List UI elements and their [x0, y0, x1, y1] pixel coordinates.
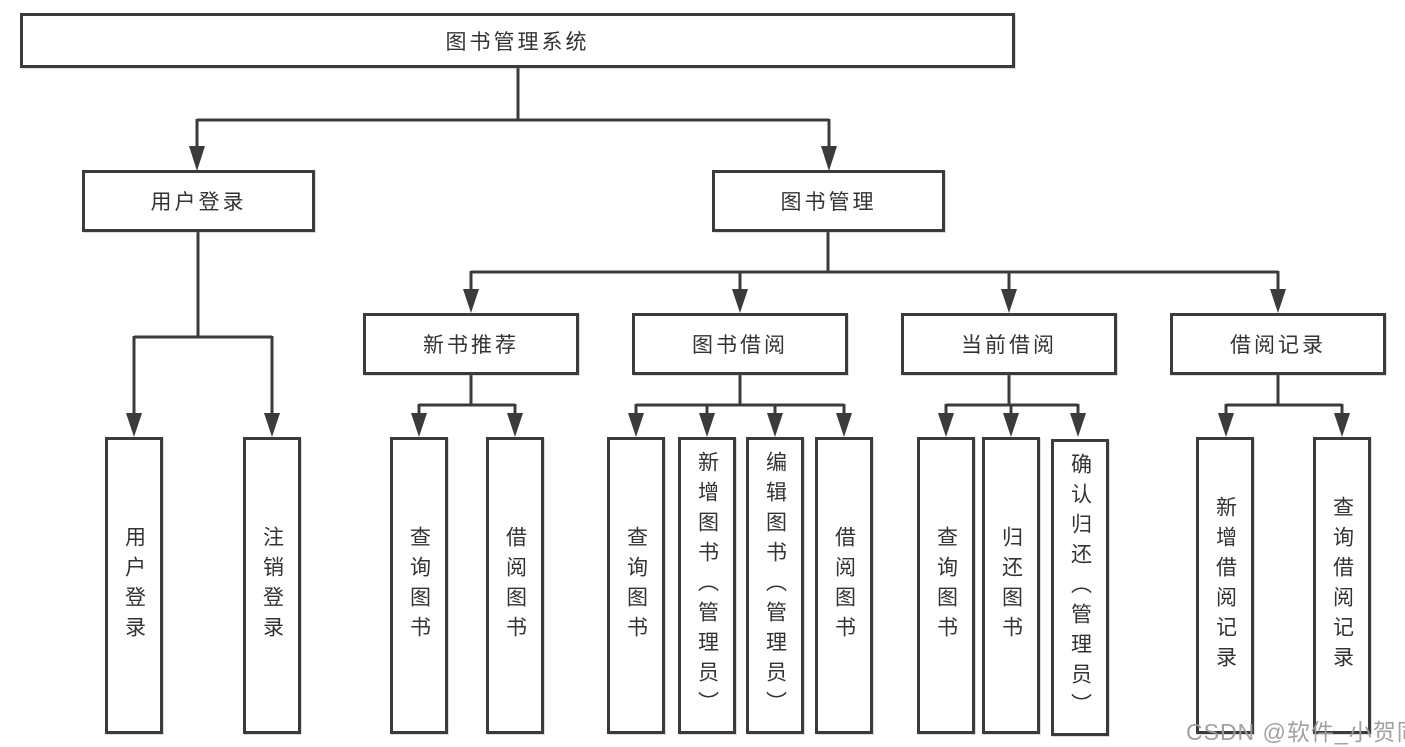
node-label: 新增图书（管理员）	[695, 450, 719, 721]
connector-new-book-branch	[411, 375, 523, 437]
node-label: 图书借阅	[692, 334, 788, 357]
node-label: 查询图书	[934, 525, 958, 646]
node-label: 当前借阅	[961, 334, 1057, 357]
node-label: 编辑图书（管理员）	[763, 450, 787, 721]
leaf-newbook-query-books: 查询图书	[390, 437, 448, 734]
leaf-newbook-borrow-books: 借阅图书	[486, 437, 544, 734]
connector-root-to-level2	[189, 68, 837, 171]
node-library-system: 图书管理系统	[20, 13, 1015, 68]
node-book-management: 图书管理	[712, 170, 945, 232]
node-label: 归还图书	[999, 525, 1023, 646]
node-label: 查询借阅记录	[1330, 495, 1354, 676]
node-label: 图书管理系统	[445, 30, 590, 54]
node-label: 新书推荐	[423, 334, 519, 357]
node-label: 用户登录	[150, 191, 247, 214]
connector-user-login-branch	[126, 232, 280, 437]
leaf-borrow-add-books-admin: 新增图书（管理员）	[678, 437, 736, 734]
leaf-borrow-edit-books-admin: 编辑图书（管理员）	[746, 437, 804, 734]
node-label: 新增借阅记录	[1213, 495, 1237, 676]
leaf-user-login: 用户登录	[105, 437, 163, 734]
node-label: 确认归还（管理员）	[1068, 452, 1092, 723]
node-book-borrow: 图书借阅	[632, 313, 848, 375]
connector-current-borrow-branch	[938, 375, 1086, 437]
node-label: 注销登录	[260, 525, 284, 646]
node-label: 用户登录	[122, 525, 146, 646]
connector-book-borrow-branch	[628, 375, 852, 437]
leaf-records-query-record: 查询借阅记录	[1313, 437, 1371, 734]
connector-book-management-branch	[463, 232, 1286, 313]
leaf-borrow-query-books: 查询图书	[607, 437, 665, 734]
node-label: 借阅记录	[1230, 334, 1326, 357]
csdn-watermark: CSDN @软件_小贺同学	[1186, 719, 1405, 745]
node-borrow-records: 借阅记录	[1170, 313, 1386, 375]
leaf-logout-login: 注销登录	[243, 437, 301, 734]
leaf-current-confirm-return-admin: 确认归还（管理员）	[1051, 439, 1109, 736]
connector-borrow-records-branch	[1218, 375, 1350, 437]
node-label: 图书管理	[780, 191, 877, 214]
leaf-current-return-books: 归还图书	[982, 437, 1040, 734]
leaf-current-query-books: 查询图书	[917, 437, 975, 734]
node-new-book-recommend: 新书推荐	[363, 313, 579, 375]
leaf-borrow-borrow-books: 借阅图书	[815, 437, 873, 734]
node-user-login: 用户登录	[82, 170, 315, 232]
node-label: 查询图书	[624, 525, 648, 646]
node-label: 借阅图书	[503, 525, 527, 646]
node-current-borrow: 当前借阅	[901, 313, 1117, 375]
leaf-records-add-record: 新增借阅记录	[1196, 437, 1254, 734]
node-label: 借阅图书	[832, 525, 856, 646]
node-label: 查询图书	[407, 525, 431, 646]
